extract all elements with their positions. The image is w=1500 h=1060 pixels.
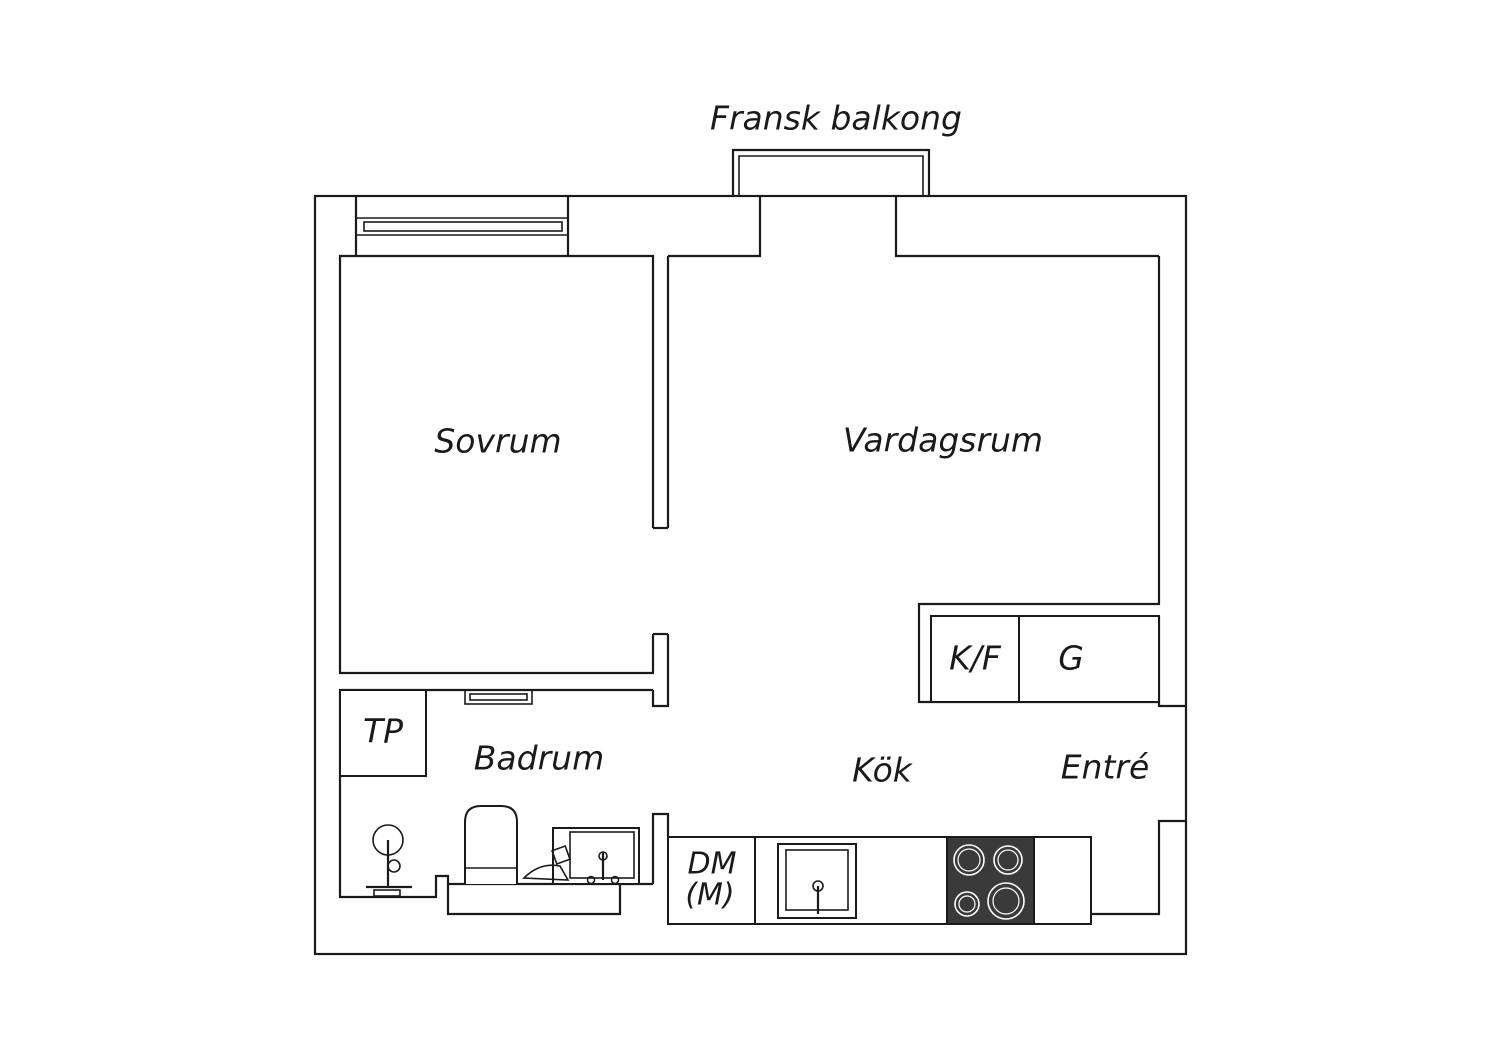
washer-dryer (339, 689, 427, 777)
room-label-living-room: Vardagsrum (843, 421, 1043, 460)
label-dishwasher: DM (688, 847, 737, 882)
room-label-entrance: Entré (1061, 748, 1150, 787)
fridge-freezer (930, 615, 1020, 703)
entrance-walls (1091, 819, 1186, 916)
label-fridge-freezer: K/F (949, 639, 1002, 678)
label-wardrobe: G (1058, 639, 1084, 678)
room-label-kitchen: Kök (852, 751, 914, 790)
bedroom-walls (338, 254, 670, 708)
bathroom-window (464, 689, 533, 705)
bedroom-window (354, 196, 570, 256)
french-balcony (668, 148, 1159, 258)
label-washer-dryer: TP (363, 712, 403, 751)
label-dishwasher-sub: (M) (685, 878, 734, 913)
shower-icon (366, 824, 412, 897)
toilet-icon (464, 805, 518, 884)
fridge-and-wardrobe (930, 615, 1160, 703)
room-label-bathroom: Badrum (474, 739, 604, 778)
stove-icon (946, 836, 1035, 925)
room-label-bedroom: Sovrum (434, 422, 561, 461)
dishwasher (667, 836, 756, 925)
outer-walls (313, 194, 1188, 956)
wardrobe (1018, 615, 1160, 703)
washbasin-icon (522, 827, 640, 885)
balcony-label: Fransk balkong (710, 99, 962, 138)
